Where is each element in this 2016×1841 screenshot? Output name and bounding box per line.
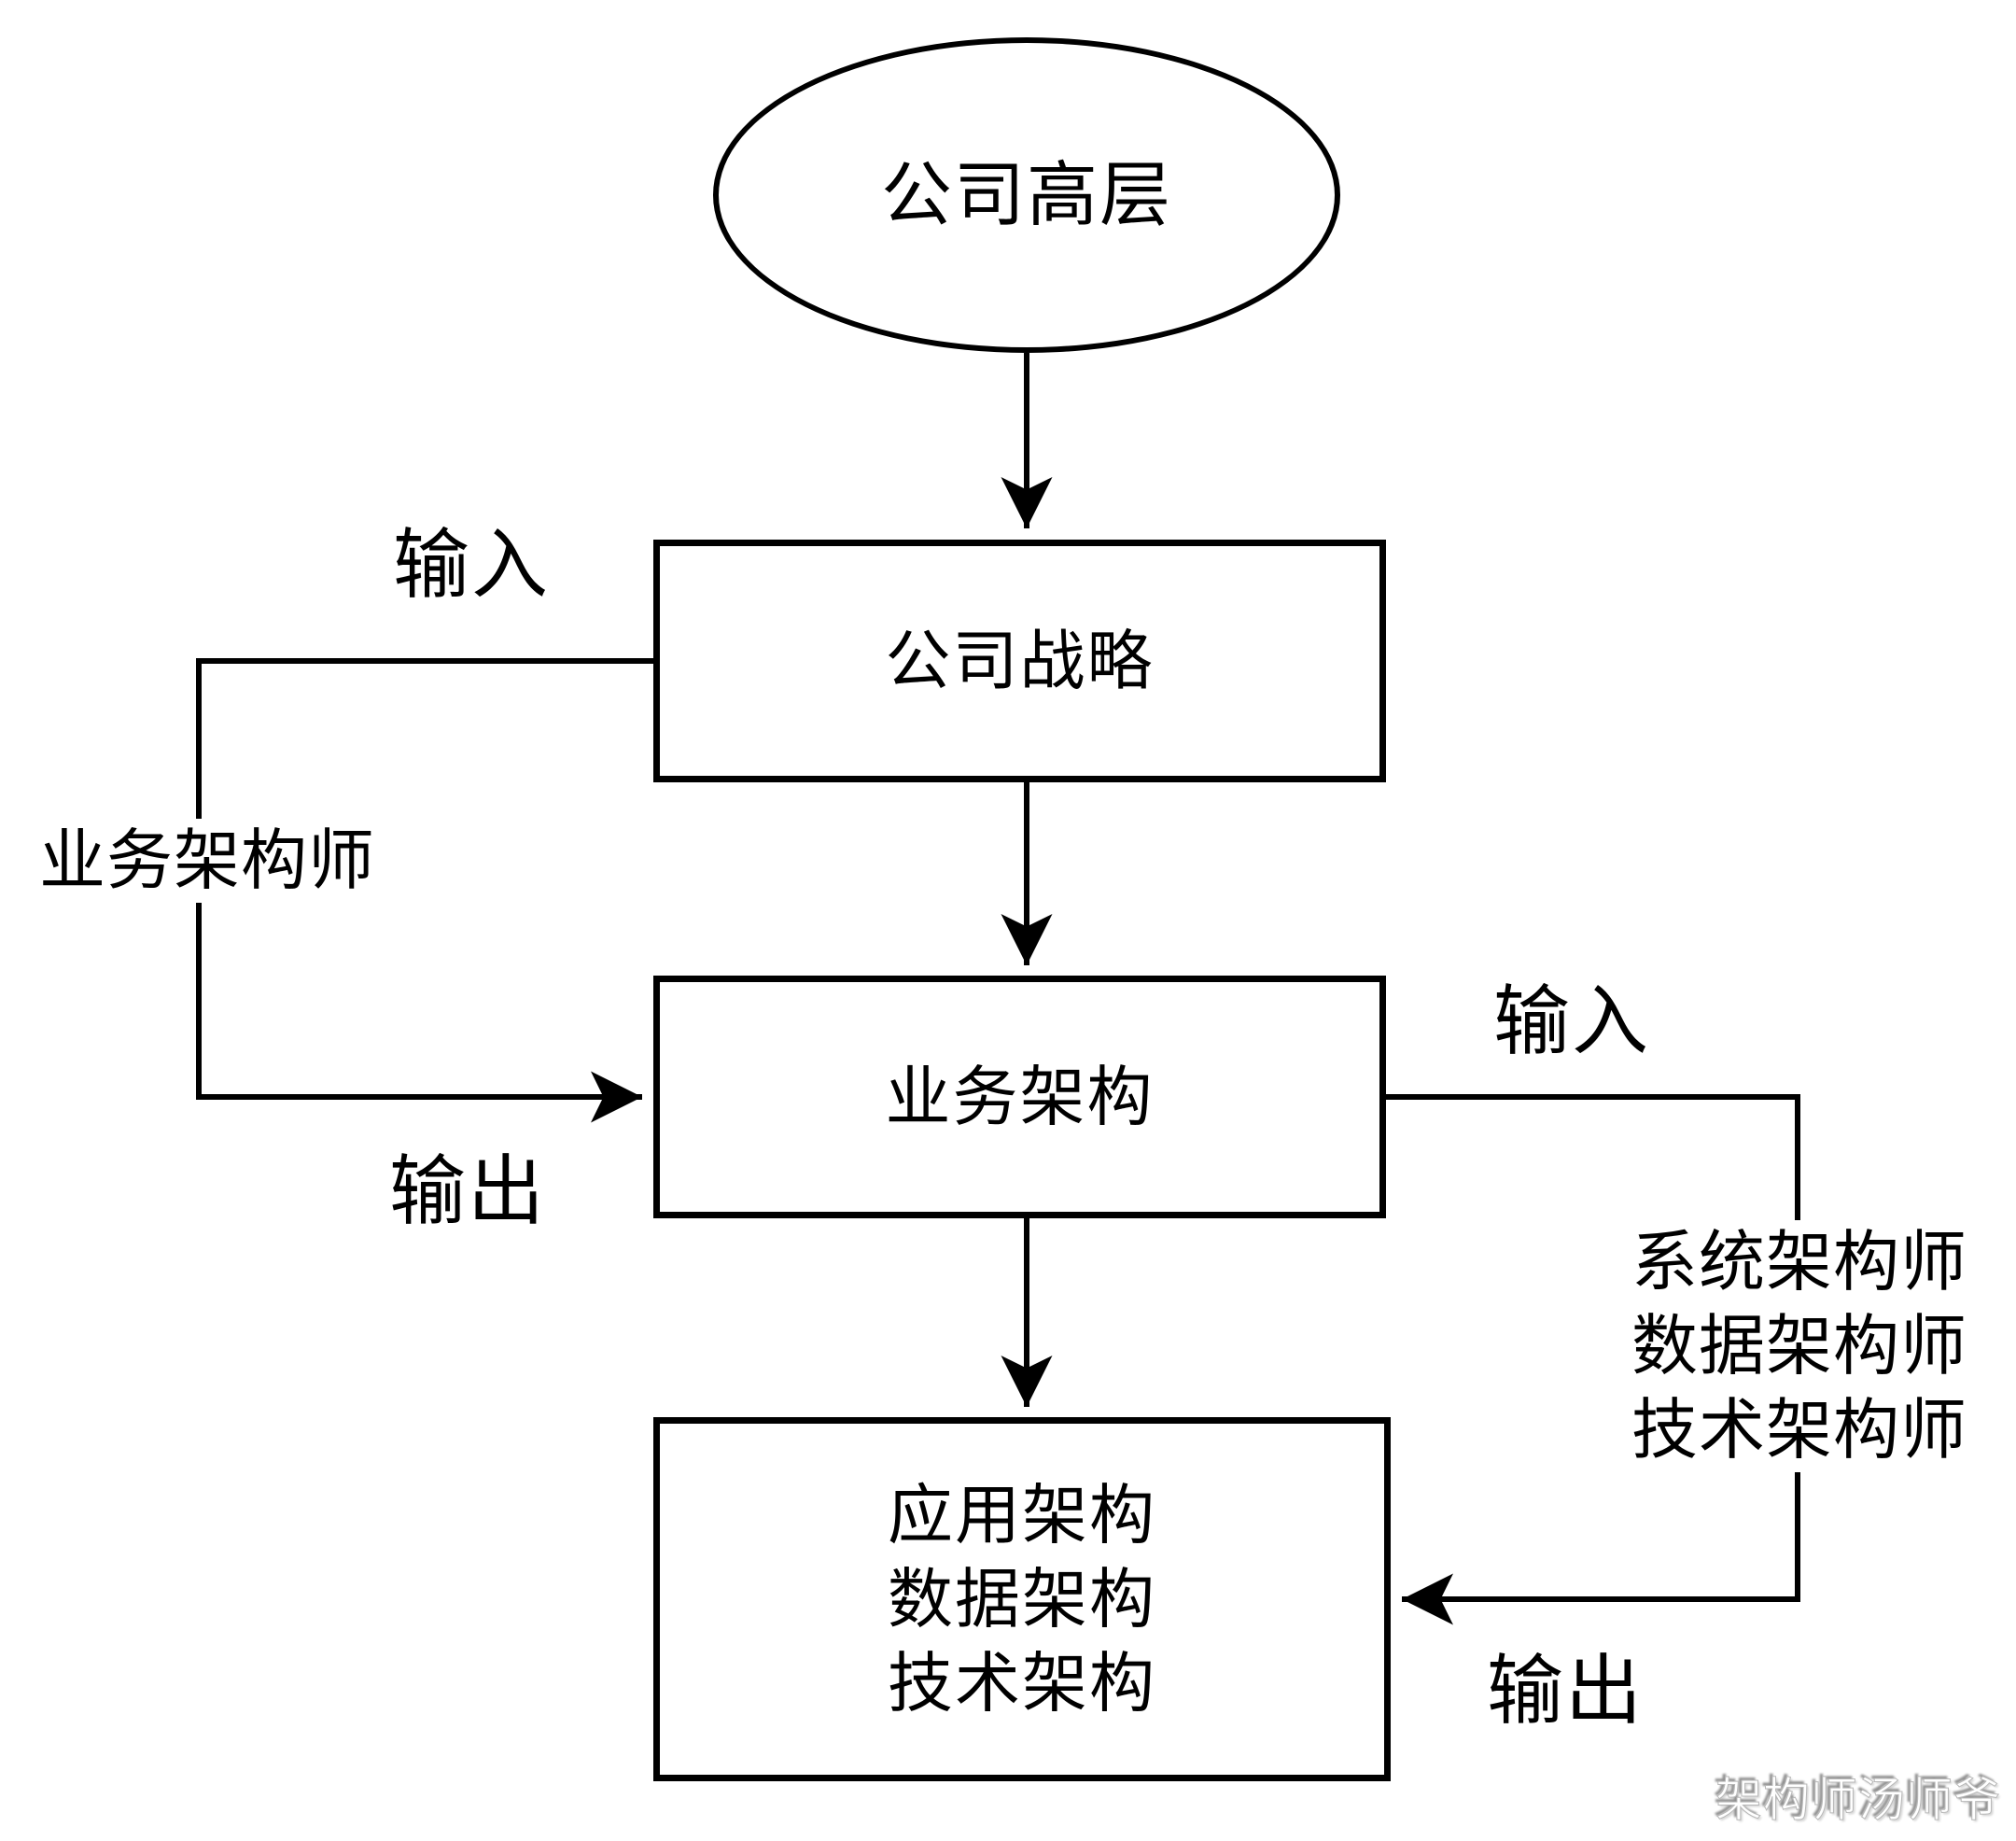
right-actor-2: 数据架构师 — [1631, 1307, 1967, 1384]
business-arch-node: 业务架构 — [653, 976, 1386, 1218]
detail-arch-line-1: 应用架构 — [888, 1477, 1156, 1553]
detail-arch-line-2: 数据架构 — [888, 1561, 1156, 1637]
detail-arch-line-3: 技术架构 — [888, 1645, 1156, 1722]
right-actors-label: 系统架构师 数据架构师 技术架构师 — [1628, 1220, 1971, 1472]
executives-label: 公司高层 — [881, 153, 1172, 236]
watermark: 架构师汤师爷 — [1715, 1773, 2001, 1827]
right-actor-1: 系统架构师 — [1631, 1223, 1967, 1300]
detail-arch-label: 应用架构 数据架构 技术架构 — [888, 1473, 1156, 1725]
business-arch-label: 业务架构 — [885, 1059, 1155, 1135]
right-actor-3: 技术架构师 — [1631, 1391, 1967, 1469]
detail-arch-node: 应用架构 数据架构 技术架构 — [653, 1417, 1391, 1781]
left-output-label: 输出 — [388, 1147, 546, 1236]
executives-node: 公司高层 — [713, 37, 1340, 353]
right-output-label: 输出 — [1486, 1647, 1644, 1736]
right-input-label: 输入 — [1492, 977, 1650, 1066]
strategy-node: 公司战略 — [653, 540, 1386, 782]
left-actor-label: 业务架构师 — [37, 819, 377, 903]
left-input-label: 输入 — [392, 521, 550, 610]
strategy-label: 公司战略 — [885, 623, 1155, 699]
